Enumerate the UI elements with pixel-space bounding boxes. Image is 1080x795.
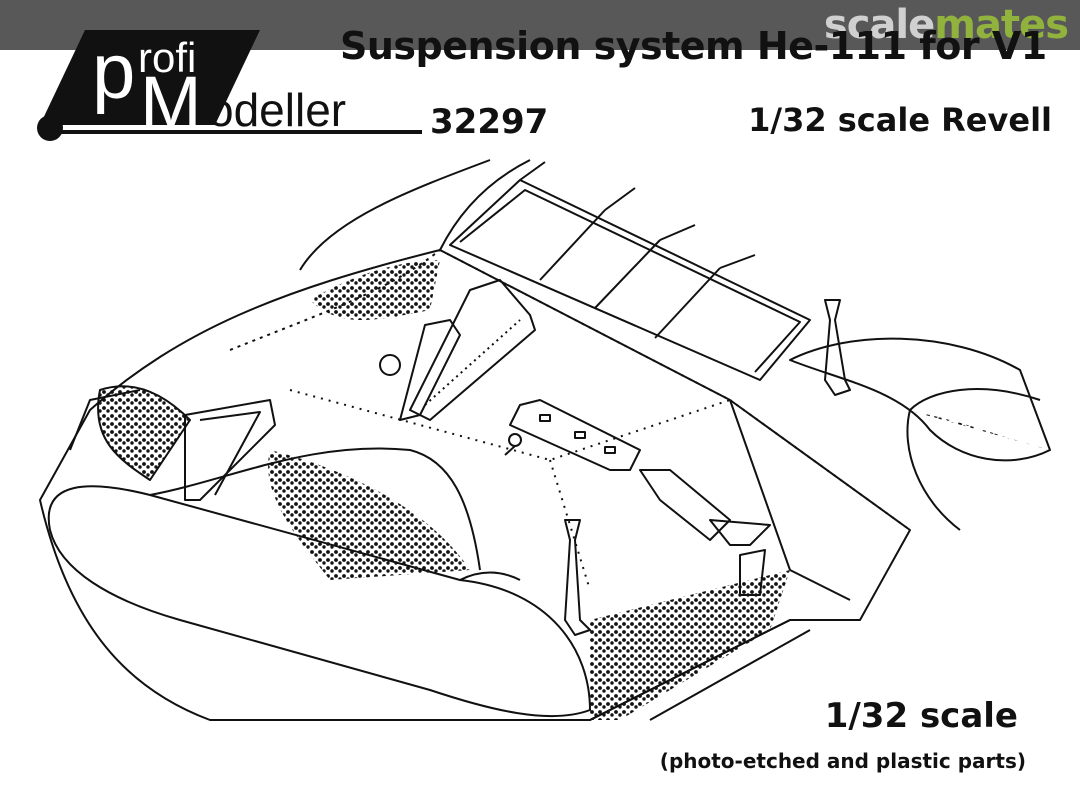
svg-text:M: M bbox=[140, 61, 202, 144]
canopy-frame bbox=[449, 179, 811, 381]
wing-body bbox=[39, 249, 911, 721]
nacelle-right bbox=[789, 337, 1051, 462]
handle bbox=[184, 399, 276, 501]
parts-note: (photo-etched and plastic parts) bbox=[659, 749, 1026, 773]
page-title: Suspension system He-111 for V1 bbox=[340, 24, 1047, 68]
nacelle-left bbox=[47, 485, 591, 718]
svg-text:p: p bbox=[92, 30, 135, 115]
product-code: 32297 bbox=[430, 102, 549, 142]
fuselage-outline bbox=[299, 159, 491, 271]
technical-drawing bbox=[39, 159, 1051, 721]
suspension-arm bbox=[409, 279, 536, 421]
rack-part bbox=[509, 399, 641, 471]
scalemates-watermark: scalemates bbox=[823, 2, 1069, 48]
scale-footer: 1/32 scale bbox=[824, 696, 1018, 736]
second-rack bbox=[639, 469, 731, 541]
svg-text:rofi: rofi bbox=[138, 34, 196, 81]
scale-label: 1/32 scale Revell bbox=[748, 101, 1052, 139]
svg-text:odeller: odeller bbox=[208, 84, 346, 136]
strut-left bbox=[564, 519, 591, 636]
strut-right bbox=[824, 299, 851, 396]
profimodeller-logo: p rofi M odeller bbox=[37, 30, 422, 144]
